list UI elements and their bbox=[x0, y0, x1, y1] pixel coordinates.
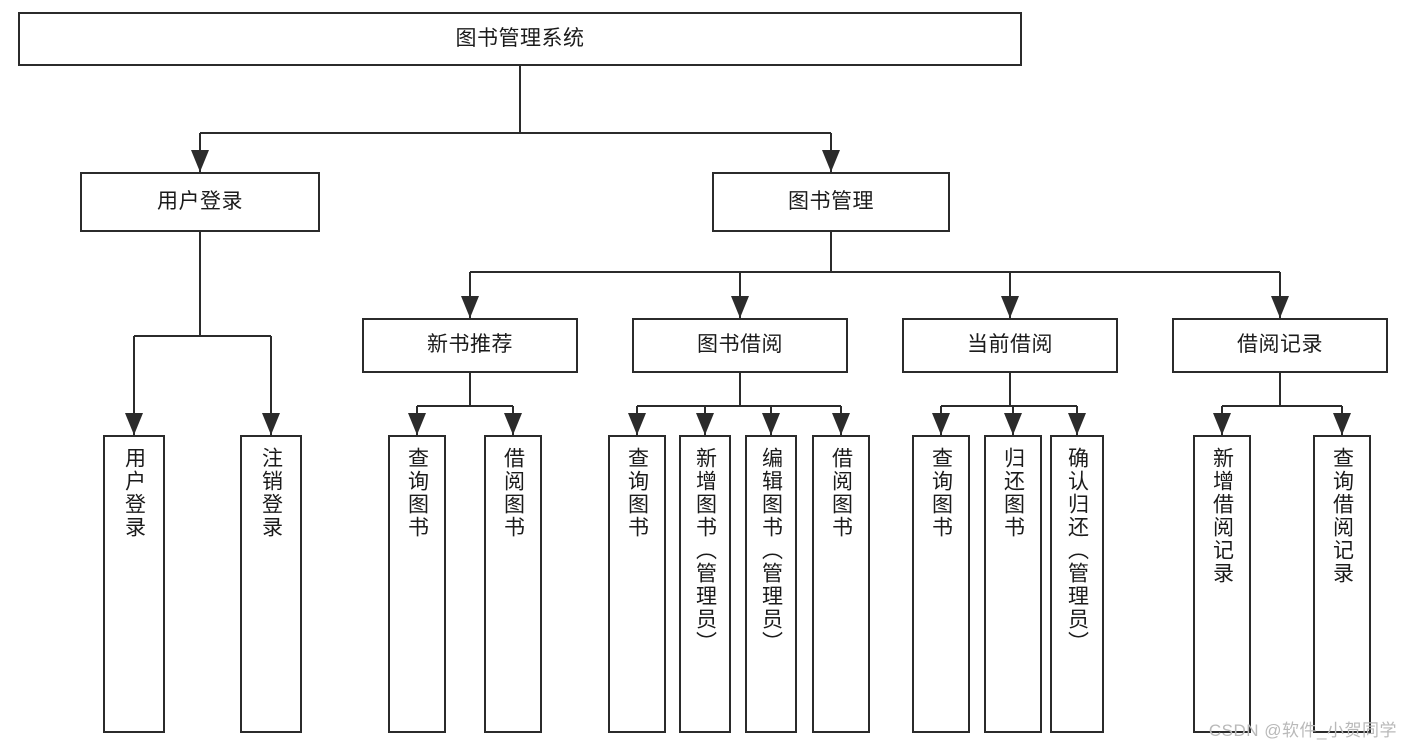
node-label: 用户登录 bbox=[122, 447, 146, 539]
node-book-manage[interactable]: 图书管理 bbox=[712, 172, 950, 232]
arrowhead-icon bbox=[731, 296, 749, 318]
node-label: 查询借阅记录 bbox=[1330, 447, 1354, 585]
node-label: 新增借阅记录 bbox=[1210, 447, 1234, 585]
node-leaf-borrow-book-1[interactable]: 借阅图书 bbox=[484, 435, 542, 733]
arrowhead-icon bbox=[822, 150, 840, 172]
arrowhead-icon bbox=[125, 413, 143, 435]
arrowhead-icon bbox=[932, 413, 950, 435]
node-label: 图书管理 bbox=[788, 189, 874, 213]
node-label: 查询图书 bbox=[405, 447, 429, 539]
node-leaf-add-book[interactable]: 新增图书（管理员） bbox=[679, 435, 731, 733]
arrowhead-icon bbox=[504, 413, 522, 435]
arrowhead-icon bbox=[762, 413, 780, 435]
arrowhead-icon bbox=[191, 150, 209, 172]
node-label: 编辑图书（管理员） bbox=[759, 447, 783, 654]
arrowhead-icon bbox=[461, 296, 479, 318]
node-leaf-borrow-book-2[interactable]: 借阅图书 bbox=[812, 435, 870, 733]
node-leaf-query-book-2[interactable]: 查询图书 bbox=[608, 435, 666, 733]
node-label: 查询图书 bbox=[929, 447, 953, 539]
arrowhead-icon bbox=[408, 413, 426, 435]
node-label: 新增图书（管理员） bbox=[693, 447, 717, 654]
arrowhead-icon bbox=[1333, 413, 1351, 435]
node-current-borrow[interactable]: 当前借阅 bbox=[902, 318, 1118, 373]
node-leaf-query-book-1[interactable]: 查询图书 bbox=[388, 435, 446, 733]
node-leaf-edit-book[interactable]: 编辑图书（管理员） bbox=[745, 435, 797, 733]
node-label: 查询图书 bbox=[625, 447, 649, 539]
node-label: 确认归还（管理员） bbox=[1065, 447, 1089, 654]
node-book-borrow[interactable]: 图书借阅 bbox=[632, 318, 848, 373]
arrowhead-icon bbox=[262, 413, 280, 435]
node-label: 归还图书 bbox=[1001, 447, 1025, 539]
node-label: 借阅图书 bbox=[829, 447, 853, 539]
arrowhead-icon bbox=[696, 413, 714, 435]
node-leaf-return-book[interactable]: 归还图书 bbox=[984, 435, 1042, 733]
node-root[interactable]: 图书管理系统 bbox=[18, 12, 1022, 66]
arrowhead-icon bbox=[1271, 296, 1289, 318]
node-borrow-record[interactable]: 借阅记录 bbox=[1172, 318, 1388, 373]
arrowhead-icon bbox=[1004, 413, 1022, 435]
node-leaf-user-logout[interactable]: 注销登录 bbox=[240, 435, 302, 733]
node-leaf-query-record[interactable]: 查询借阅记录 bbox=[1313, 435, 1371, 733]
node-label: 借阅图书 bbox=[501, 447, 525, 539]
node-leaf-confirm-return[interactable]: 确认归还（管理员） bbox=[1050, 435, 1104, 733]
node-label: 注销登录 bbox=[259, 447, 283, 539]
arrowhead-icon bbox=[1213, 413, 1231, 435]
node-label: 图书借阅 bbox=[697, 333, 783, 357]
arrowhead-icon bbox=[1001, 296, 1019, 318]
node-leaf-add-record[interactable]: 新增借阅记录 bbox=[1193, 435, 1251, 733]
node-label: 借阅记录 bbox=[1237, 333, 1323, 357]
arrowhead-icon bbox=[832, 413, 850, 435]
arrowhead-icon bbox=[628, 413, 646, 435]
node-new-book-rec[interactable]: 新书推荐 bbox=[362, 318, 578, 373]
node-leaf-user-login[interactable]: 用户登录 bbox=[103, 435, 165, 733]
node-label: 当前借阅 bbox=[967, 333, 1053, 357]
node-label: 用户登录 bbox=[157, 189, 243, 213]
arrowhead-icon bbox=[1068, 413, 1086, 435]
node-leaf-query-book-3[interactable]: 查询图书 bbox=[912, 435, 970, 733]
watermark: CSDN @软件_小贺同学 bbox=[1208, 721, 1397, 740]
node-label: 图书管理系统 bbox=[455, 26, 585, 50]
node-user-login[interactable]: 用户登录 bbox=[80, 172, 320, 232]
node-label: 新书推荐 bbox=[427, 333, 513, 357]
